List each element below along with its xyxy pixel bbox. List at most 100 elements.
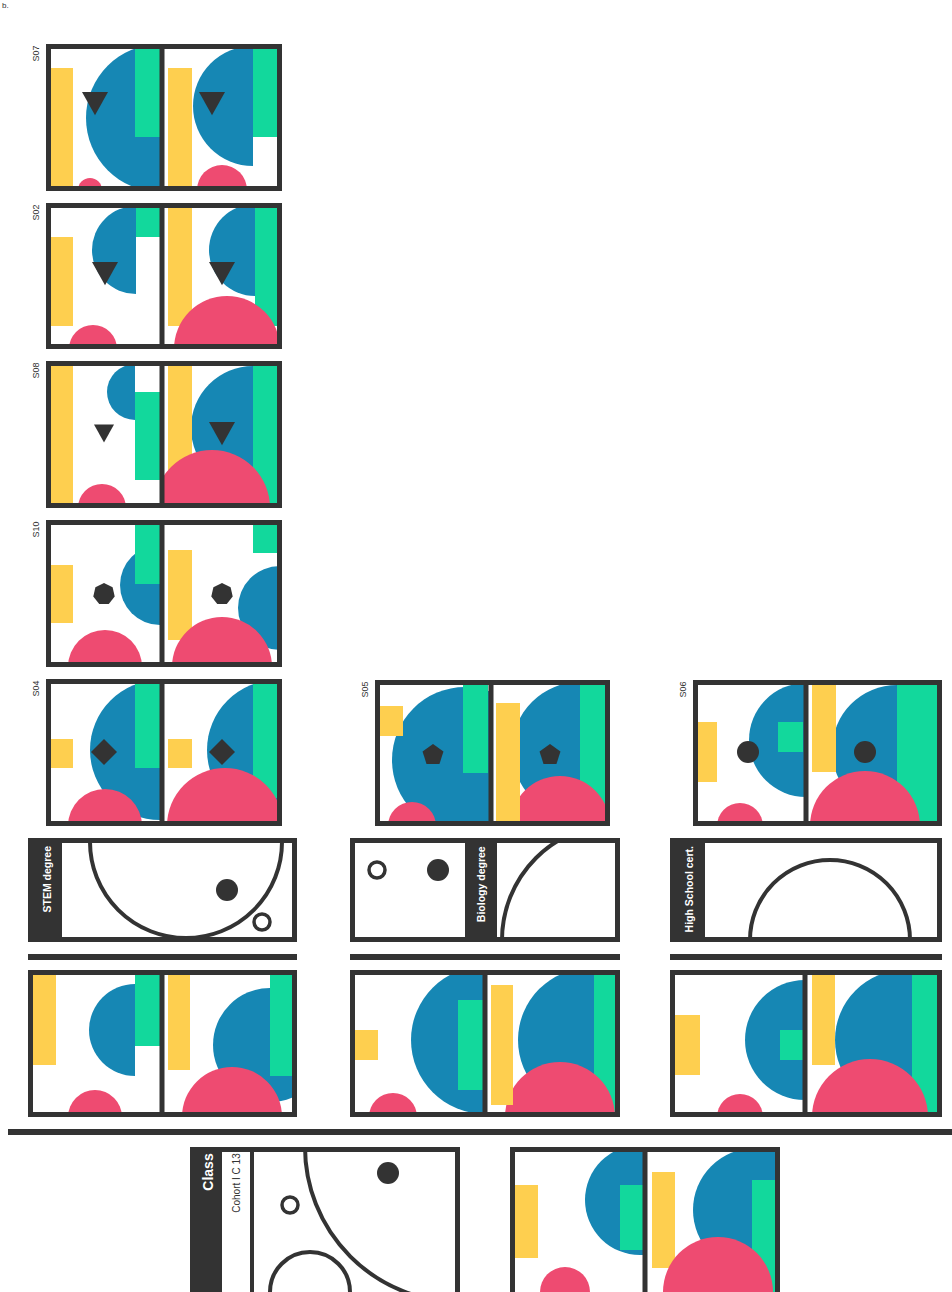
color-bar (135, 47, 160, 137)
triangle-marker (92, 262, 118, 285)
sample-panel: S02 (46, 203, 282, 349)
color-bar (463, 683, 488, 773)
color-disc (505, 1062, 615, 1117)
color-bar (50, 68, 73, 188)
label-tab (28, 838, 62, 942)
sample-half (50, 680, 162, 826)
color-disc (167, 768, 282, 826)
sample-half (652, 1148, 780, 1292)
figure-letter: b. (2, 2, 9, 10)
separator-rule (670, 954, 942, 960)
sample-half (496, 682, 610, 826)
outline-arc (502, 838, 618, 940)
sample-half (168, 524, 282, 667)
sample-label: S06 (679, 681, 688, 697)
triangle-marker (82, 92, 108, 115)
color-bar (50, 237, 73, 326)
separator-rule (350, 954, 620, 960)
sample-label: S07 (32, 45, 41, 61)
sample-half (812, 970, 942, 1117)
diamond-marker (209, 739, 235, 765)
color-bar (50, 365, 73, 505)
color-bar (50, 739, 73, 768)
sample-half (354, 970, 485, 1117)
sample-half (697, 683, 806, 826)
separator-rule (8, 1129, 952, 1135)
panel-divider (483, 970, 488, 1117)
color-bar (491, 985, 513, 1105)
color-bar (652, 1172, 675, 1268)
color-bar (168, 550, 192, 640)
color-bar (780, 1030, 803, 1060)
color-bar (812, 683, 836, 772)
color-bar (135, 524, 160, 584)
color-disc (172, 617, 272, 667)
sample-panel: S07 (46, 44, 282, 191)
dot-marker (737, 741, 759, 763)
sample-panel: S10 (46, 520, 282, 667)
line-art (190, 1147, 460, 1292)
color-bar (379, 706, 403, 736)
color-disc (68, 630, 142, 667)
panel-divider (160, 44, 165, 191)
ring-marker (254, 914, 270, 930)
color-bar (168, 207, 192, 326)
sample-half (50, 524, 162, 667)
dot-marker (377, 1162, 399, 1184)
color-disc (411, 970, 485, 1114)
color-bar (135, 1046, 162, 1117)
panel-divider (803, 970, 808, 1117)
polygon-marker (93, 583, 114, 604)
polygon-marker (540, 744, 561, 764)
color-bar (515, 1185, 538, 1258)
label-tab (670, 838, 705, 942)
color-bar (778, 722, 803, 752)
sample-half (167, 680, 282, 826)
color-bar (253, 47, 280, 137)
sample-half (379, 683, 491, 826)
sample-label: S08 (32, 362, 41, 378)
color-bar (135, 683, 160, 768)
degree-box: High School cert. (670, 838, 942, 942)
color-disc (663, 1237, 773, 1292)
color-bar (135, 974, 160, 1046)
polygon-marker (423, 744, 444, 764)
degree-box: STEM degree (28, 838, 297, 942)
polygon-marker (211, 583, 232, 604)
class-label: Class (201, 1153, 215, 1190)
sample-half (168, 974, 297, 1117)
panel-divider (160, 679, 165, 826)
outline-arc (270, 1252, 350, 1292)
degree-label: High School cert. (684, 846, 695, 932)
panel-frame (673, 973, 940, 1115)
outline-arc (305, 1147, 460, 1292)
dot-marker (854, 741, 876, 763)
separator-rule (28, 954, 297, 960)
color-bar (168, 68, 192, 188)
sample-half (491, 970, 620, 1117)
color-bar (270, 974, 293, 1076)
sample-panel: S05 (375, 680, 610, 826)
sample-half (168, 204, 282, 349)
color-disc (162, 450, 270, 508)
sample-half (50, 206, 162, 349)
sample-panel: S08 (46, 361, 282, 508)
outline-arc (750, 860, 910, 940)
sample-half (50, 44, 162, 191)
panel-divider (160, 520, 165, 667)
panel-divider (160, 203, 165, 349)
sample-label: S02 (32, 204, 41, 220)
panel-frame (31, 973, 295, 1115)
color-bar (458, 1000, 483, 1090)
strip-divider (250, 1147, 254, 1292)
sample-half (168, 46, 282, 191)
color-bar (32, 974, 56, 1065)
color-disc (86, 44, 162, 191)
sample-half (515, 1147, 645, 1292)
color-bar (135, 392, 160, 480)
dot-marker (216, 879, 238, 901)
color-bar (136, 237, 162, 349)
color-disc (810, 771, 920, 826)
